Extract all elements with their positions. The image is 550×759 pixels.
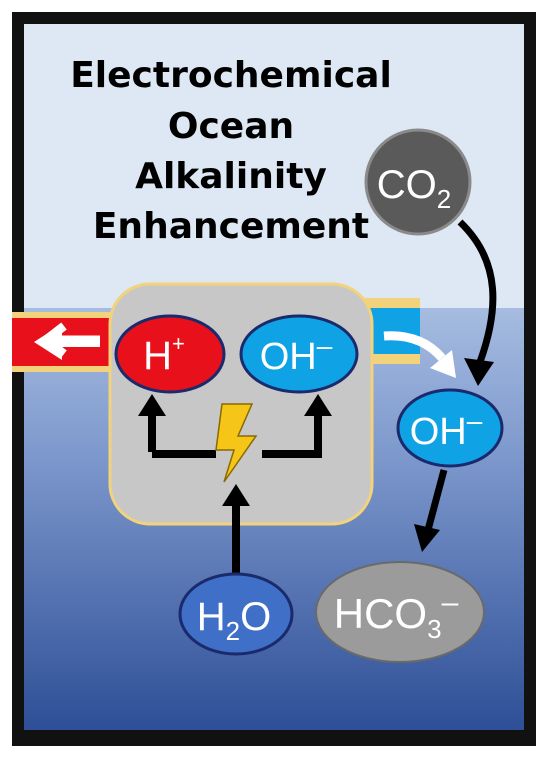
h-plus-base: H <box>143 334 172 378</box>
water-arrow-head <box>222 484 250 506</box>
title-line-4: Enhancement <box>93 206 369 247</box>
diagram-canvas: Electrochemical Ocean Alkalinity Enhance… <box>12 24 524 730</box>
co2-sub: 2 <box>437 184 451 214</box>
oh-ocean-sup: – <box>467 405 483 436</box>
svg-text:H+: H+ <box>143 331 185 378</box>
bicarbonate-arrow-head <box>414 524 440 552</box>
co2-base: CO <box>377 163 437 207</box>
diagram-frame: Electrochemical Ocean Alkalinity Enhance… <box>12 12 536 746</box>
bicarbonate-formation-arrow <box>424 469 448 531</box>
split-arrows <box>148 412 322 458</box>
co2-bubble: CO2 <box>364 128 472 236</box>
h-plus-bubble: H+ <box>114 314 226 394</box>
h2o-sub: 2 <box>226 616 240 646</box>
oh-cell-bubble: OH– <box>239 314 359 394</box>
release-arrow-head <box>430 350 456 378</box>
title-line-3: Alkalinity <box>135 156 327 197</box>
title: Electrochemical Ocean Alkalinity Enhance… <box>70 55 392 247</box>
hco3-bubble: HCO3– <box>315 561 485 663</box>
arrow-head-right <box>304 394 332 416</box>
svg-text:CO2: CO2 <box>377 163 451 214</box>
hco3-sub: 3 <box>427 614 441 644</box>
co2-arrow-head <box>464 358 494 386</box>
co2-absorption-arrow <box>457 219 497 364</box>
hco3-sup: – <box>442 586 459 619</box>
oh-cell-base: OH <box>260 336 317 378</box>
lightning-bolt-icon <box>215 403 258 483</box>
h2o-bubble: H2O <box>178 572 294 656</box>
hco3-base: HCO <box>334 590 427 637</box>
acid-outlet-pipe <box>12 312 122 372</box>
svg-text:H2O: H2O <box>197 595 271 646</box>
base-release-arrow <box>383 331 446 362</box>
h2o-tail: O <box>240 595 271 639</box>
arrow-head-left <box>138 394 166 416</box>
title-line-1: Electrochemical <box>70 55 392 96</box>
svg-text:HCO3–: HCO3– <box>334 586 459 644</box>
oh-ocean-base: OH <box>410 411 467 453</box>
svg-text:OH–: OH– <box>260 330 333 378</box>
title-line-2: Ocean <box>168 106 294 147</box>
oh-cell-sup: – <box>317 330 333 361</box>
h-plus-sup: + <box>172 331 185 356</box>
oh-ocean-bubble: OH– <box>396 388 504 468</box>
h2o-base: H <box>197 595 226 639</box>
svg-text:OH–: OH– <box>410 405 483 453</box>
